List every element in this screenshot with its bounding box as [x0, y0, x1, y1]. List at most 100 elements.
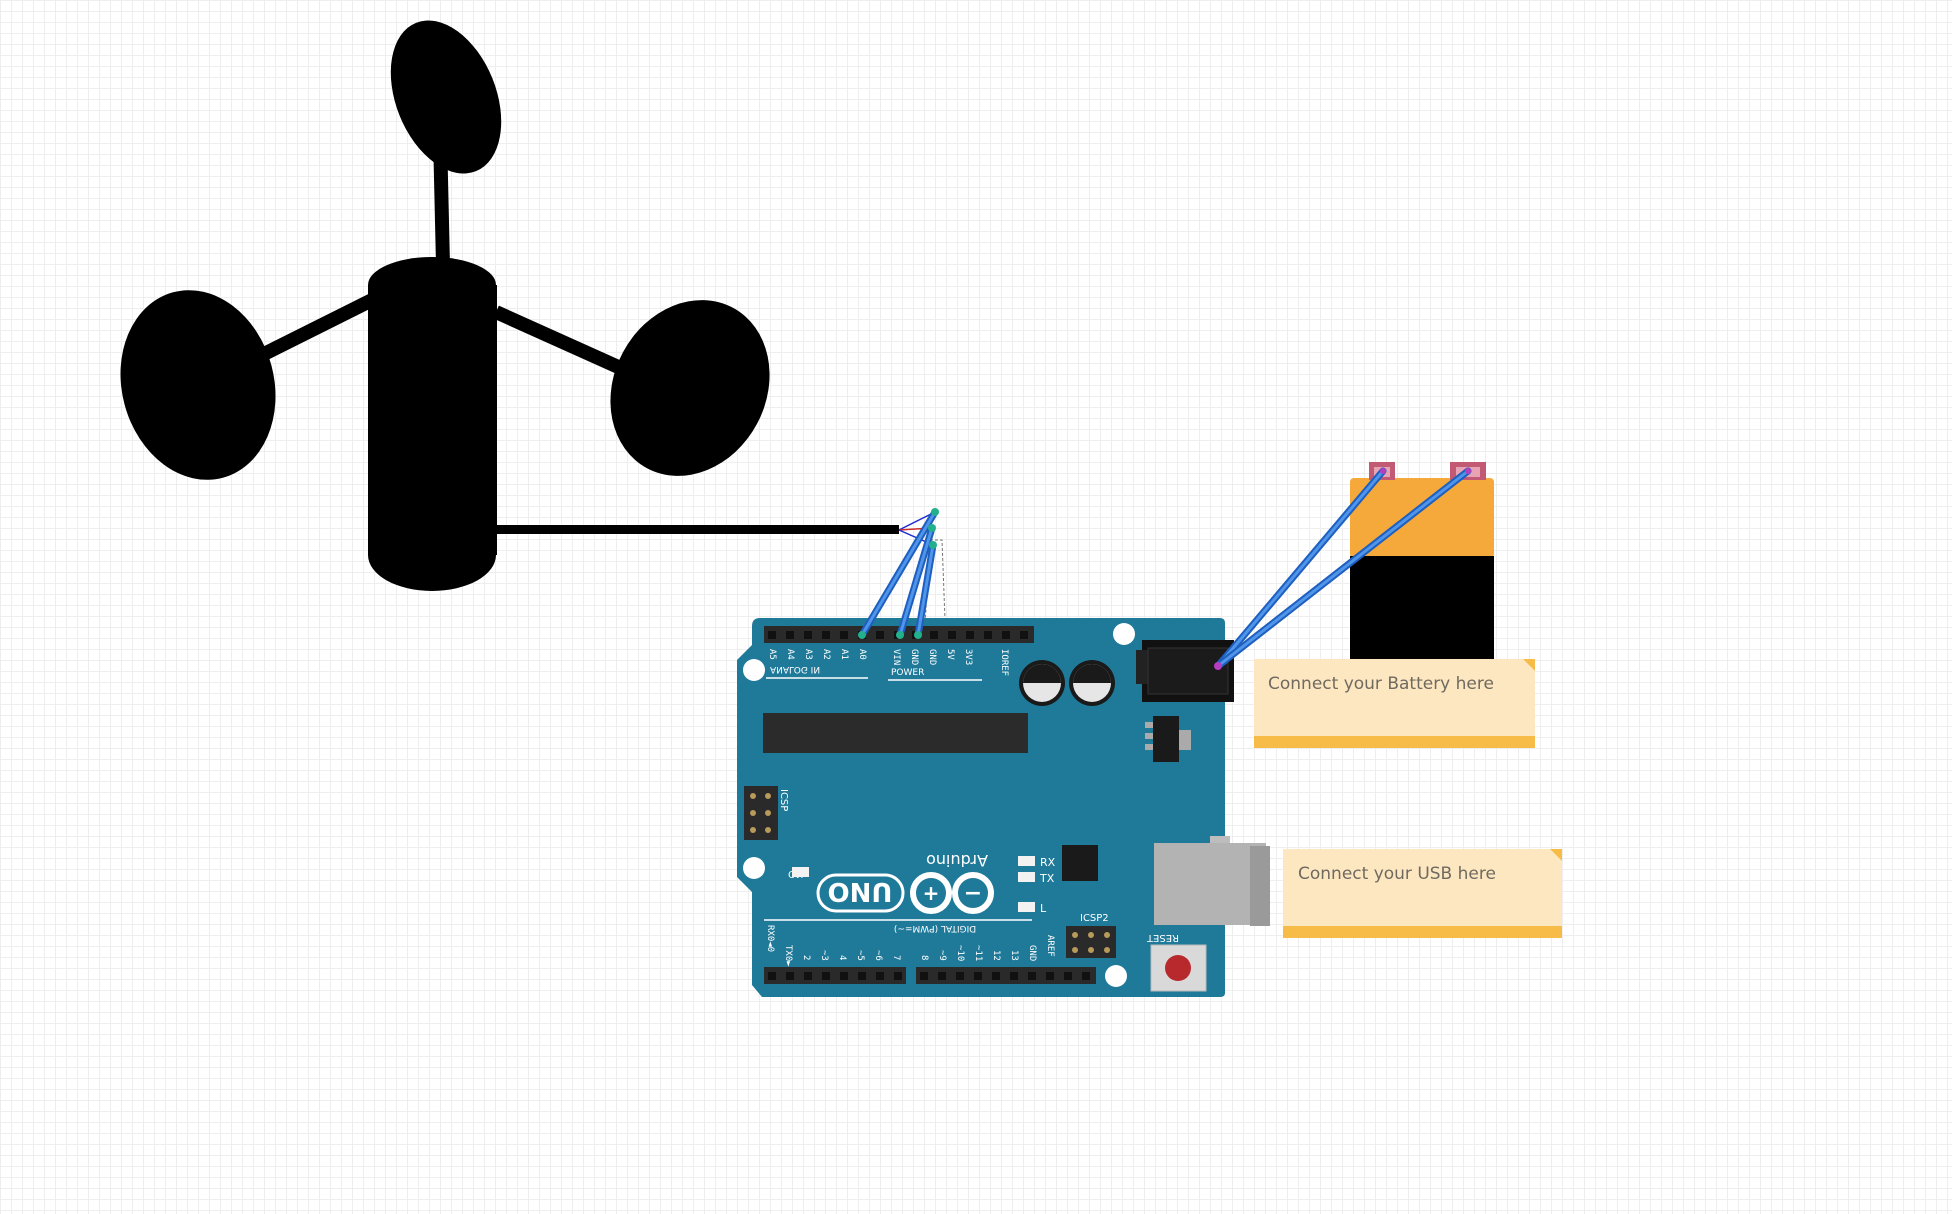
svg-text:3V3: 3V3 [963, 649, 973, 665]
reset-label: RESET [1146, 932, 1179, 943]
svg-text:2: 2 [801, 955, 811, 960]
l-led [1018, 902, 1035, 912]
svg-text:AREF: AREF [1045, 935, 1055, 957]
icsp-label: ICSP [778, 789, 789, 811]
uno-logo: UNO [816, 873, 905, 913]
header-pin[interactable] [1064, 972, 1072, 980]
usb-port[interactable] [1154, 836, 1270, 926]
wires[interactable] [858, 467, 1472, 670]
header-pin[interactable] [938, 972, 946, 980]
header-pin[interactable] [804, 631, 812, 639]
svg-text:~9: ~9 [937, 950, 947, 961]
svg-text:~6: ~6 [873, 950, 883, 961]
digital-header-low[interactable] [764, 967, 906, 984]
reset-button[interactable] [1150, 944, 1207, 992]
note-battery[interactable]: Connect your Battery here [1254, 659, 1535, 748]
header-pin[interactable] [974, 972, 982, 980]
icsp-header[interactable] [744, 786, 778, 840]
header-pin[interactable] [768, 631, 776, 639]
header-pin[interactable] [1028, 972, 1036, 980]
svg-text:A2: A2 [821, 649, 831, 660]
svg-text:A1: A1 [839, 649, 849, 660]
icsp2-label: ICSP2 [1080, 913, 1109, 924]
svg-text:A0: A0 [857, 649, 867, 660]
dc-power-jack[interactable] [1136, 640, 1234, 702]
arduino-uno-board[interactable]: A5 A4 A3 A2 A1 A0 ANALOG IN VIN GND GND … [737, 618, 1234, 997]
svg-text:GND: GND [909, 649, 919, 665]
svg-text:RX0◄0: RX0◄0 [765, 925, 775, 952]
arduino-brand-label: Arduino [926, 851, 988, 870]
svg-text:8: 8 [919, 955, 929, 960]
digital-header-pins[interactable] [768, 972, 1090, 980]
svg-text:A4: A4 [785, 649, 795, 660]
battery-9v[interactable] [1350, 462, 1494, 666]
header-pin[interactable] [992, 972, 1000, 980]
arduino-infinity-logo: + − [910, 872, 994, 914]
note-battery-text: Connect your Battery here [1268, 674, 1494, 694]
tx-label: TX [1039, 872, 1055, 885]
anemometer-body-top [368, 257, 496, 313]
anemometer-right-cup [610, 300, 770, 476]
anemometer-left-cup [120, 290, 276, 480]
svg-text:~5: ~5 [855, 950, 865, 961]
header-pin[interactable] [966, 631, 974, 639]
mounting-hole [743, 659, 765, 681]
svg-text:GND: GND [1027, 945, 1037, 961]
svg-text:TX0►1: TX0►1 [783, 945, 793, 972]
svg-text:IOREF: IOREF [999, 649, 1009, 676]
header-pin[interactable] [768, 972, 776, 980]
svg-text:−: − [964, 881, 982, 906]
anemometer-right-arm [493, 305, 628, 377]
header-pin[interactable] [1082, 972, 1090, 980]
mounting-hole [1105, 965, 1127, 987]
header-pin[interactable] [1002, 631, 1010, 639]
power-pin-labels: VIN GND GND 5V 3V3 IOREF [891, 649, 1009, 676]
header-pin[interactable] [984, 631, 992, 639]
header-pin[interactable] [876, 631, 884, 639]
header-pin[interactable] [894, 972, 902, 980]
header-pin[interactable] [786, 972, 794, 980]
anemometer-body-bottom [368, 519, 496, 591]
header-pin[interactable] [1020, 631, 1028, 639]
header-pin[interactable] [786, 631, 794, 639]
anemometer-body [368, 285, 497, 555]
usb-controller-chip [1062, 845, 1098, 881]
header-pin[interactable] [840, 972, 848, 980]
svg-text:12: 12 [991, 950, 1001, 961]
board-pcb [737, 618, 1225, 997]
svg-text:7: 7 [891, 955, 901, 960]
svg-text:5V: 5V [945, 649, 955, 660]
mounting-hole [743, 857, 765, 879]
header-pin[interactable] [920, 972, 928, 980]
svg-text:VIN: VIN [891, 649, 901, 665]
rx-led [1018, 856, 1035, 866]
header-pin[interactable] [948, 631, 956, 639]
note-usb[interactable]: Connect your USB here [1283, 849, 1562, 938]
header-pin[interactable] [822, 631, 830, 639]
svg-text:GND: GND [927, 649, 937, 665]
digital-pin-labels-high: 8 ~9 ~10 ~11 12 13 GND AREF [919, 935, 1055, 961]
rx-label: RX [1040, 856, 1056, 869]
header-pin[interactable] [1010, 972, 1018, 980]
header-pin[interactable] [876, 972, 884, 980]
microcontroller-chip [763, 713, 1028, 753]
header-pin[interactable] [1046, 972, 1054, 980]
analog-in-label: ANALOG IN [770, 664, 820, 674]
anemometer-sensor[interactable] [100, 4, 899, 591]
svg-text:~11: ~11 [973, 945, 983, 961]
svg-text:A5: A5 [767, 649, 777, 660]
svg-text:UNO: UNO [828, 876, 893, 906]
svg-text:~10: ~10 [955, 945, 965, 961]
capacitor [1069, 660, 1115, 706]
header-pin[interactable] [804, 972, 812, 980]
battery-body [1350, 556, 1494, 666]
header-pin[interactable] [840, 631, 848, 639]
header-pin[interactable] [858, 972, 866, 980]
header-pin[interactable] [822, 972, 830, 980]
icsp2-header[interactable] [1066, 926, 1116, 958]
header-pin[interactable] [956, 972, 964, 980]
header-pin[interactable] [930, 631, 938, 639]
anemometer-cable [495, 525, 899, 534]
voltage-regulator [1145, 716, 1191, 762]
